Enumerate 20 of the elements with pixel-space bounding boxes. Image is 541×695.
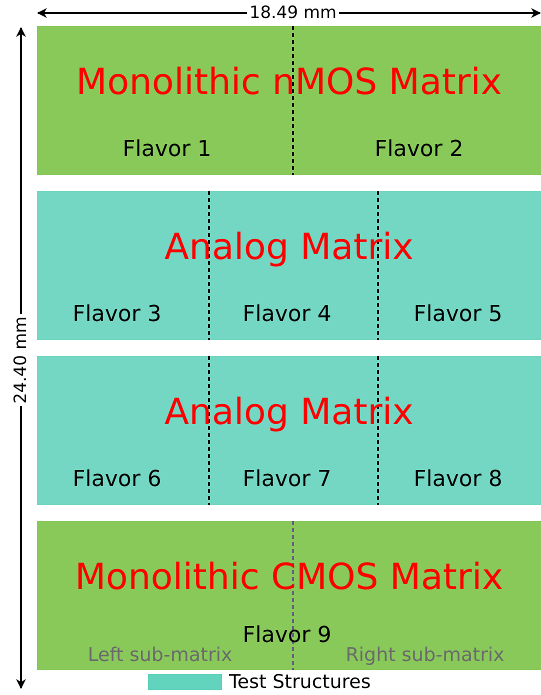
- flavor-label: Flavor 8: [414, 466, 502, 494]
- flavor-label: Flavor 9: [242, 622, 332, 650]
- matrix-band: [37, 356, 541, 505]
- flavor-label: Flavor 5: [414, 301, 502, 329]
- matrix-title: Analog Matrix: [164, 392, 414, 434]
- flavor-label: Flavor 1: [122, 136, 212, 164]
- sub-matrix-label: Right sub-matrix: [346, 643, 504, 667]
- matrix-title: Monolithic CMOS Matrix: [74, 557, 504, 599]
- matrix-band: [37, 26, 541, 175]
- flavor-label: Flavor 7: [242, 466, 332, 494]
- flavor-label: Flavor 4: [242, 301, 332, 329]
- matrix-title: Analog Matrix: [164, 227, 414, 269]
- sub-matrix-label: Left sub-matrix: [88, 643, 232, 667]
- flavor-label: Flavor 3: [72, 301, 162, 329]
- legend-label: Test Structures: [229, 671, 371, 693]
- matrix-band: [37, 521, 541, 670]
- flavor-label: Flavor 6: [72, 466, 162, 494]
- flavor-label: Flavor 2: [374, 136, 464, 164]
- matrix-band: [37, 191, 541, 340]
- matrix-title: Monolithic nMOS Matrix: [76, 62, 502, 104]
